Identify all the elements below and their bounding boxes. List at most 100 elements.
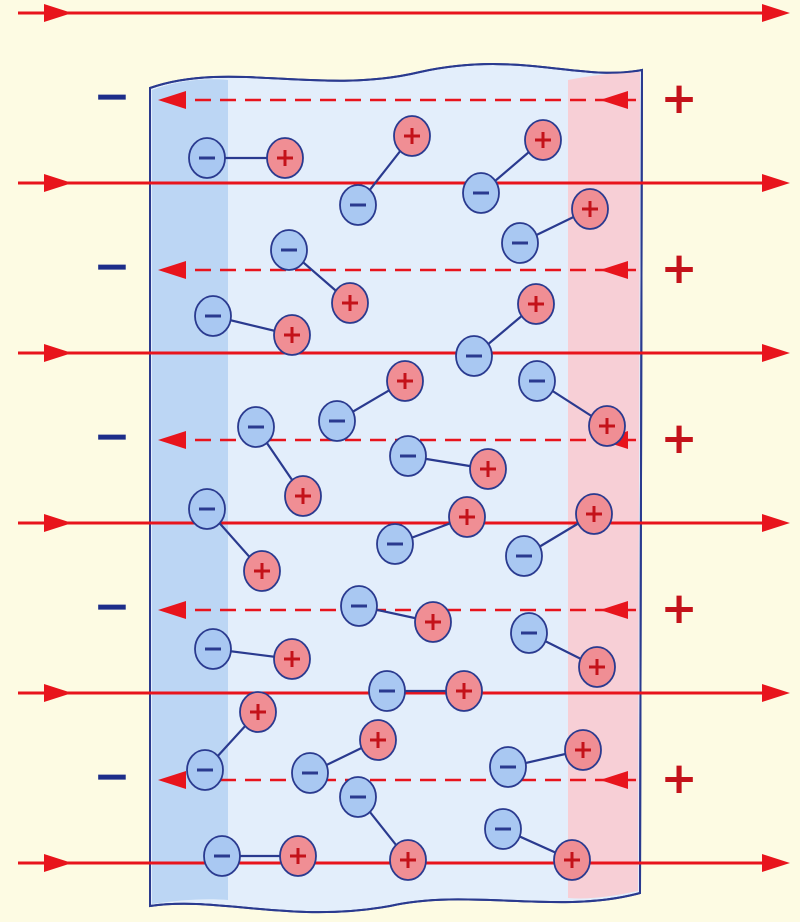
minus-circle-icon bbox=[455, 335, 493, 377]
dipole bbox=[510, 612, 616, 688]
plus-circle-icon bbox=[524, 119, 562, 161]
minus-circle-icon bbox=[501, 222, 539, 264]
positive-surface-charge: + bbox=[661, 73, 698, 124]
minus-circle-icon bbox=[518, 360, 556, 402]
dipole bbox=[318, 360, 424, 442]
dipole bbox=[291, 719, 397, 794]
plus-circle-icon bbox=[414, 601, 452, 643]
arrow-right-icon bbox=[44, 684, 72, 702]
arrow-right-icon bbox=[762, 174, 790, 192]
dipole bbox=[340, 585, 452, 643]
arrow-right-icon bbox=[44, 514, 72, 532]
plus-circle-icon bbox=[389, 839, 427, 881]
arrow-left-dashed-icon bbox=[600, 91, 628, 109]
minus-circle-icon bbox=[188, 488, 226, 530]
minus-circle-icon bbox=[318, 400, 356, 442]
minus-circle-icon bbox=[339, 184, 377, 226]
arrow-left-dashed-icon bbox=[158, 771, 186, 789]
dipole-molecules bbox=[186, 115, 626, 881]
dipole bbox=[194, 295, 311, 356]
positive-surface-charge: + bbox=[661, 413, 698, 464]
arrow-left-dashed-icon bbox=[158, 431, 186, 449]
plus-circle-icon bbox=[243, 550, 281, 592]
arrow-left-dashed-icon bbox=[158, 601, 186, 619]
plus-circle-icon bbox=[445, 670, 483, 712]
dipole bbox=[188, 137, 304, 179]
dipole bbox=[339, 776, 427, 881]
plus-circle-icon bbox=[359, 719, 397, 761]
arrow-left-dashed-icon bbox=[158, 261, 186, 279]
dipole bbox=[188, 488, 281, 592]
plus-circle-icon bbox=[266, 137, 304, 179]
dipole bbox=[489, 729, 602, 788]
arrow-right-icon bbox=[762, 344, 790, 362]
arrow-right-icon bbox=[44, 854, 72, 872]
dipole bbox=[376, 496, 486, 565]
minus-circle-icon bbox=[194, 295, 232, 337]
arrow-right-icon bbox=[762, 4, 790, 22]
surface-charge-signs: −+−+−+−+−+ bbox=[94, 71, 698, 804]
minus-circle-icon bbox=[505, 535, 543, 577]
plus-circle-icon bbox=[517, 283, 555, 325]
minus-circle-icon bbox=[339, 776, 377, 818]
positive-surface-charge: + bbox=[661, 753, 698, 804]
plus-circle-icon bbox=[588, 405, 626, 447]
dipole bbox=[501, 188, 609, 264]
minus-circle-icon bbox=[270, 229, 308, 271]
dipole bbox=[484, 808, 591, 881]
plus-circle-icon bbox=[331, 282, 369, 324]
dipole bbox=[237, 406, 322, 517]
plus-circle-icon bbox=[564, 729, 602, 771]
plus-circle-icon bbox=[284, 475, 322, 517]
dipole bbox=[368, 670, 483, 712]
arrow-left-dashed-icon bbox=[158, 91, 186, 109]
plus-circle-icon bbox=[578, 646, 616, 688]
minus-circle-icon bbox=[291, 752, 329, 794]
minus-circle-icon bbox=[340, 585, 378, 627]
arrow-left-dashed-icon bbox=[600, 261, 628, 279]
arrow-right-icon bbox=[44, 4, 72, 22]
negative-surface-charge: − bbox=[94, 241, 131, 292]
dielectric-outline bbox=[149, 63, 644, 914]
arrow-right-icon bbox=[762, 684, 790, 702]
plus-circle-icon bbox=[448, 496, 486, 538]
negative-surface-layer bbox=[152, 79, 228, 905]
minus-circle-icon bbox=[368, 670, 406, 712]
positive-surface-charge: + bbox=[661, 583, 698, 634]
dipole bbox=[339, 115, 431, 226]
negative-surface-charge: − bbox=[94, 411, 131, 462]
induced-field-line bbox=[158, 261, 640, 279]
dipole bbox=[203, 835, 317, 877]
dipole bbox=[389, 435, 507, 490]
negative-surface-charge: − bbox=[94, 581, 131, 632]
dipole bbox=[186, 691, 277, 791]
dipole bbox=[462, 119, 562, 214]
plus-circle-icon bbox=[273, 314, 311, 356]
plus-circle-icon bbox=[469, 448, 507, 490]
plus-circle-icon bbox=[239, 691, 277, 733]
arrow-right-icon bbox=[762, 514, 790, 532]
plus-circle-icon bbox=[553, 839, 591, 881]
induced-field-line bbox=[158, 91, 640, 109]
minus-circle-icon bbox=[510, 612, 548, 654]
arrow-right-icon bbox=[44, 174, 72, 192]
dipole bbox=[505, 493, 613, 577]
plus-circle-icon bbox=[386, 360, 424, 402]
minus-circle-icon bbox=[203, 835, 241, 877]
external-field-line bbox=[18, 4, 790, 22]
arrow-right-icon bbox=[762, 854, 790, 872]
dipole bbox=[194, 628, 311, 680]
positive-surface-charge: + bbox=[661, 243, 698, 294]
plus-circle-icon bbox=[571, 188, 609, 230]
dipole bbox=[455, 283, 555, 377]
minus-circle-icon bbox=[376, 523, 414, 565]
minus-circle-icon bbox=[484, 808, 522, 850]
minus-circle-icon bbox=[194, 628, 232, 670]
arrow-left-dashed-icon bbox=[600, 771, 628, 789]
plus-circle-icon bbox=[393, 115, 431, 157]
minus-circle-icon bbox=[389, 435, 427, 477]
external-field-lines bbox=[18, 4, 790, 872]
arrow-left-dashed-icon bbox=[600, 601, 628, 619]
negative-surface-charge: − bbox=[94, 71, 131, 122]
